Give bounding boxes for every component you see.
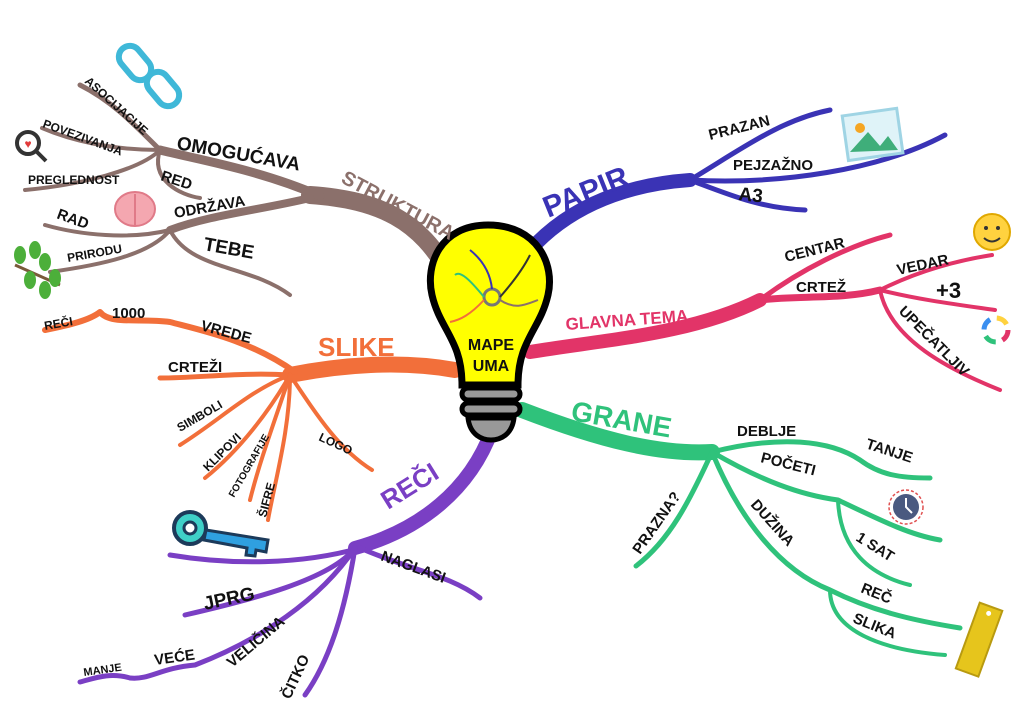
label-centar: CENTAR <box>783 234 847 265</box>
label-simboli: SIMBOLI <box>175 397 225 434</box>
link-icon <box>115 42 183 110</box>
label-deblje: DEBLJE <box>737 423 796 440</box>
color-wheel-icon <box>981 315 1011 345</box>
tree-branch-icon <box>14 241 61 299</box>
label-slike: SLIKE <box>318 332 395 362</box>
branch-glavna-tema <box>523 232 1002 392</box>
label-tebe: TEBE <box>202 234 256 263</box>
label-pejzazno: PEJZAŽNO <box>733 156 813 174</box>
label-reci-1000: REČI <box>43 313 74 333</box>
label-naglasi: NAGLASI <box>379 548 448 587</box>
branch-reci <box>77 423 499 698</box>
label-a3: A3 <box>737 184 763 207</box>
label-plus3: +3 <box>936 278 961 303</box>
label-povezivanja: POVEZIVANJA <box>41 117 125 159</box>
center-title-line2: UMA <box>473 358 510 375</box>
label-tanje: TANJE <box>864 436 915 467</box>
label-asocijacije: ASOCIJACIJE <box>82 74 151 138</box>
label-upecatljiv: UPEČATLJIV <box>895 302 973 380</box>
label-sifre: ŠIFRE <box>254 481 278 519</box>
label-crtezi: CRTEŽI <box>168 358 222 376</box>
magnifier-heart-icon: ♥ <box>15 130 48 163</box>
label-vece: VEĆE <box>153 645 196 669</box>
ruler-icon <box>954 601 1004 678</box>
branch-grane <box>514 402 963 657</box>
label-logo: LOGO <box>317 430 355 458</box>
label-manje: MANJE <box>83 662 123 679</box>
key-icon <box>172 510 270 558</box>
brain-icon <box>114 191 156 227</box>
landscape-picture-icon <box>840 106 905 163</box>
bulb-filament-icon <box>449 249 539 323</box>
label-jprg: JPRG <box>202 584 257 615</box>
label-poceti: POČETI <box>759 448 818 479</box>
label-preglednost: PREGLEDNOST <box>28 173 120 187</box>
label-vedar: VEDAR <box>895 251 950 279</box>
label-velicina: VELIČINA <box>223 612 288 671</box>
label-crtez: CRTEŽ <box>796 278 846 296</box>
label-duzina: DUŽINA <box>747 496 798 550</box>
branch-slike <box>42 309 463 522</box>
light-bulb: MAPE UMA <box>426 221 553 443</box>
label-vrede: VREDE <box>199 317 253 347</box>
label-klipovi: KLIPOVI <box>200 430 244 474</box>
label-1000: 1000 <box>112 305 145 322</box>
smiley-icon <box>973 213 1011 251</box>
svg-text:♥: ♥ <box>24 137 31 151</box>
center-title-line1: MAPE <box>468 337 515 354</box>
clock-icon <box>888 489 924 525</box>
